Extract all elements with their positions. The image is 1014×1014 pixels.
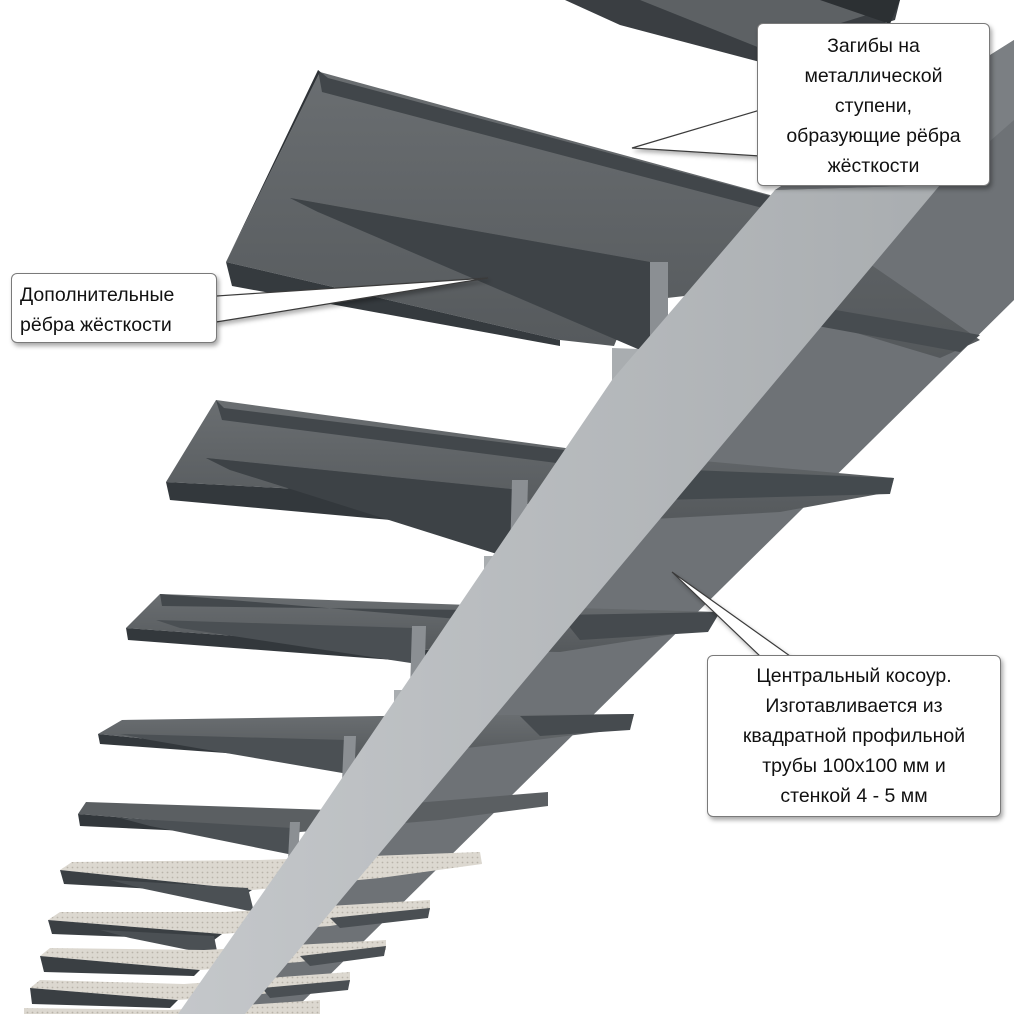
tread-5	[78, 792, 548, 860]
callout-ribs-line-1: Дополнительные	[20, 284, 175, 306]
leader-lines	[215, 109, 792, 657]
callout-bends-line-1: Загибы на	[827, 35, 920, 57]
callout-ribs-line-2: рёбра жёсткости	[20, 314, 172, 336]
tread-2	[166, 400, 894, 558]
tread-4	[98, 714, 634, 782]
callout-stringer-line-3: квадратной профильной	[742, 725, 966, 747]
callout-stringer-line-4: трубы 100х100 мм и	[762, 755, 946, 777]
callout-tread-bends: Загибы на металлической ступени, образую…	[757, 23, 990, 186]
callout-central-stringer: Центральный косоур. Изготавливается из к…	[707, 655, 1001, 817]
tread-top-partial	[565, 0, 900, 62]
callout-bends-line-5: жёсткости	[827, 155, 920, 177]
callout-stringer-line-2: Изготавливается из	[765, 695, 943, 717]
callout-bends-line-3: ступени,	[834, 95, 913, 117]
callout-bends-line-4: образующие рёбра	[786, 125, 961, 147]
callout-stringer-line-5: стенкой 4 - 5 мм	[780, 785, 928, 807]
leader-bends	[631, 109, 761, 157]
central-stringer	[178, 185, 940, 1014]
tread-6	[60, 852, 482, 912]
callout-stringer-line-1: Центральный косоур.	[756, 665, 952, 687]
callout-extra-ribs: Дополнительные рёбра жёсткости	[11, 273, 217, 343]
tread-7	[48, 900, 430, 956]
callout-bends-line-2: металлической	[804, 65, 943, 87]
